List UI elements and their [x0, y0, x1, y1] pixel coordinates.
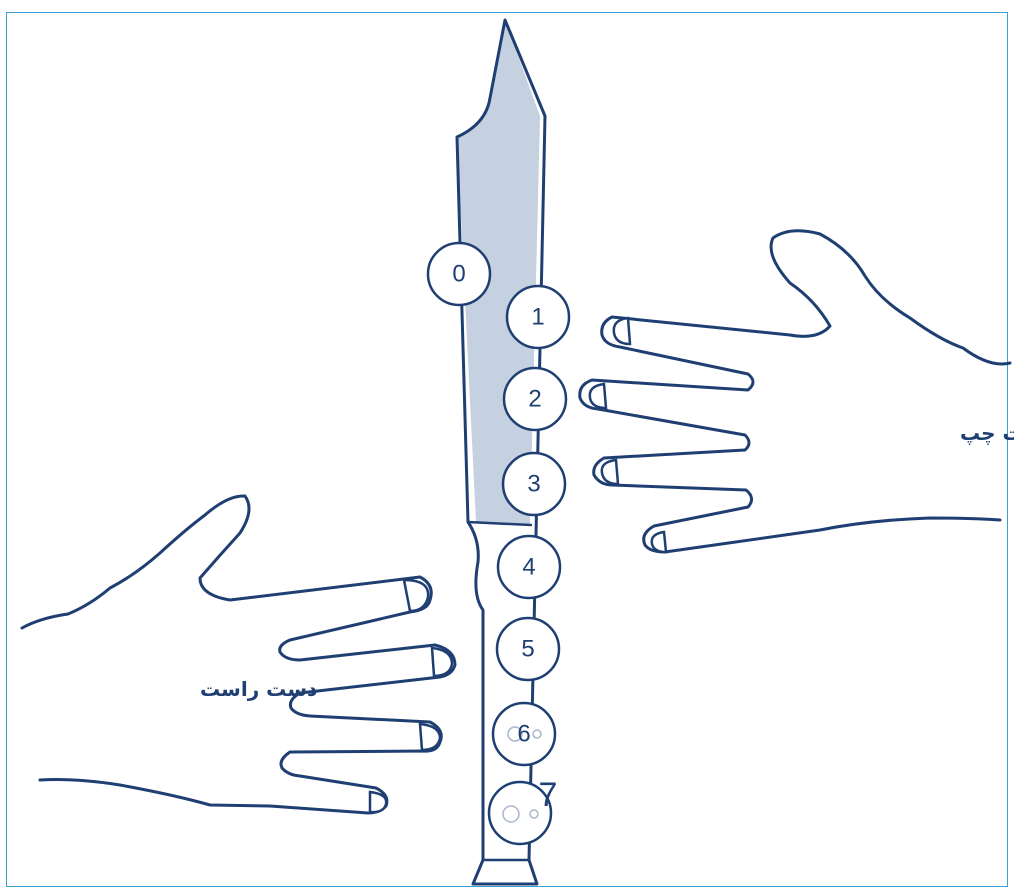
- left-ring-nail: [602, 460, 618, 484]
- hole-0: 0: [428, 243, 490, 305]
- hole-number-3: 3: [527, 471, 540, 498]
- hole-2: 2: [504, 368, 566, 430]
- right-hand-outline: [22, 496, 455, 813]
- left-hand-outline: [580, 231, 1010, 552]
- hole-number-7: 7: [539, 776, 558, 814]
- hole-3: 3: [503, 453, 565, 515]
- hole-7: 7: [489, 776, 557, 844]
- left-hand-label: دست چپ: [960, 421, 1014, 446]
- hole-5: 5: [497, 618, 559, 680]
- left-little-nail: [652, 532, 666, 552]
- right-index-nail: [404, 580, 428, 611]
- hole-number-6: 6: [517, 721, 530, 748]
- hole-number-5: 5: [521, 636, 534, 663]
- hole-number-1: 1: [531, 304, 544, 331]
- hole-number-2: 2: [528, 386, 541, 413]
- hole-6: 6: [493, 703, 555, 765]
- left-middle-nail: [590, 384, 606, 408]
- left-index-nail: [614, 318, 630, 344]
- hole-number-0: 0: [452, 261, 465, 288]
- hole-4: 4: [498, 536, 560, 598]
- right-hand-label: دست راست: [200, 677, 317, 701]
- hole-1: 1: [507, 286, 569, 348]
- hole-number-4: 4: [522, 554, 535, 581]
- right-little-nail: [370, 792, 386, 812]
